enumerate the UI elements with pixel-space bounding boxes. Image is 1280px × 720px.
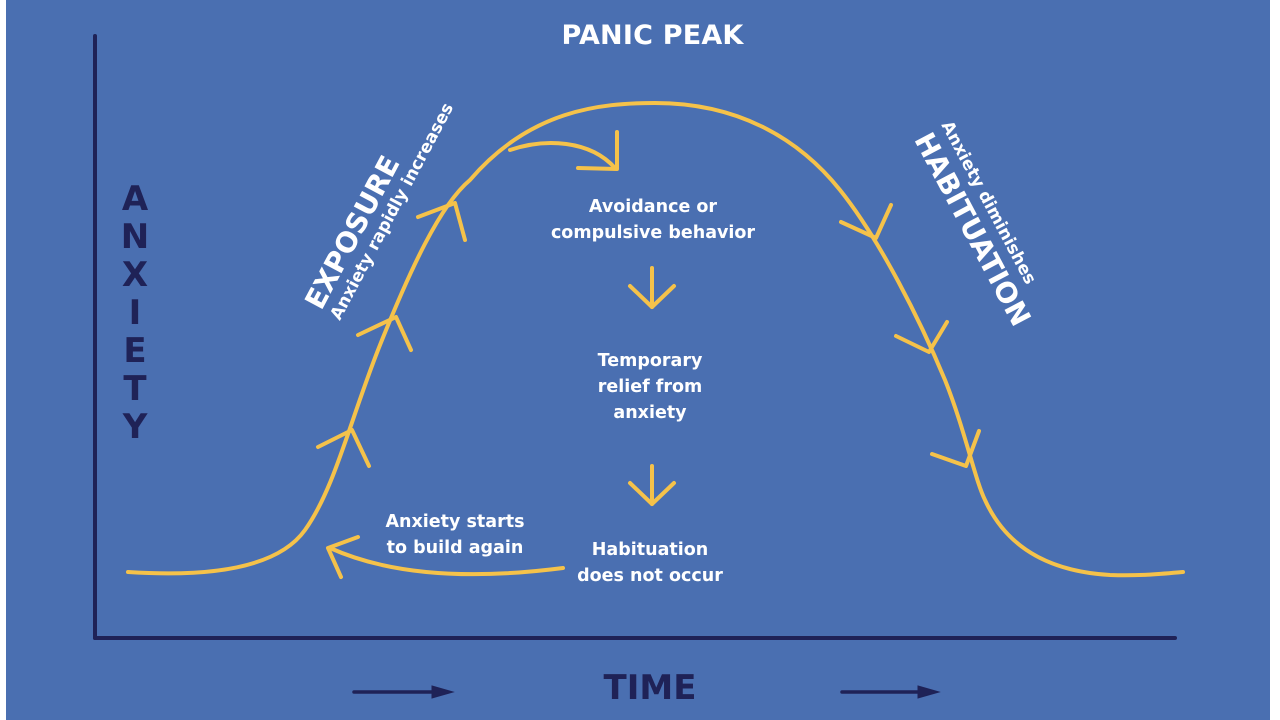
diagram-title: PANIC PEAK	[561, 20, 744, 51]
y-axis-label-letter: E	[123, 331, 147, 371]
step-rebuild-line: Anxiety starts	[385, 512, 525, 532]
arrow-down-icon	[628, 464, 676, 506]
step-no-habituation: Habituation does not occur	[555, 537, 745, 589]
y-axis-label-letter: A	[121, 179, 149, 219]
step-rebuild-line: to build again	[386, 538, 524, 558]
step-rebuild: Anxiety starts to build again	[360, 509, 550, 561]
avoidance-branch-arrow	[508, 141, 617, 170]
arrow-right-icon	[840, 685, 941, 699]
chevron-arrow-icon	[356, 315, 413, 352]
step-relief-line: relief from	[597, 377, 703, 397]
chevron-arrow-icon	[326, 535, 360, 579]
step-avoidance: Avoidance or compulsive behavior	[528, 194, 778, 246]
step-avoidance-line: compulsive behavior	[550, 223, 756, 243]
step-no-habituation-line: Habituation	[591, 540, 709, 560]
anxiety-curve	[126, 100, 1185, 578]
arrow-right-icon	[352, 685, 455, 699]
x-axis-label: TIME	[603, 668, 697, 708]
chevron-arrow-icon	[894, 320, 949, 354]
arrow-down-icon	[628, 266, 676, 309]
step-relief-line: Temporary	[597, 351, 703, 371]
chevron-arrow-icon	[839, 203, 893, 240]
step-relief-line: anxiety	[613, 403, 687, 423]
chevron-arrow-icon	[930, 429, 981, 468]
chevron-arrow-icon	[576, 130, 619, 171]
chevron-arrow-icon	[416, 201, 467, 242]
y-axis-label-letter: N	[120, 217, 150, 257]
step-no-habituation-line: does not occur	[577, 566, 723, 586]
y-axis-label-letter: Y	[122, 407, 148, 447]
y-axis-label-letter: T	[123, 369, 147, 409]
y-axis-label-letter: I	[128, 293, 142, 333]
chevron-arrow-icon	[316, 428, 371, 468]
rebuild-return-arrow	[328, 546, 565, 577]
diagram-background	[6, 0, 1270, 720]
step-relief: Temporary relief from anxiety	[560, 348, 740, 426]
step-avoidance-line: Avoidance or	[588, 197, 718, 217]
y-axis-label-letter: X	[121, 255, 149, 295]
